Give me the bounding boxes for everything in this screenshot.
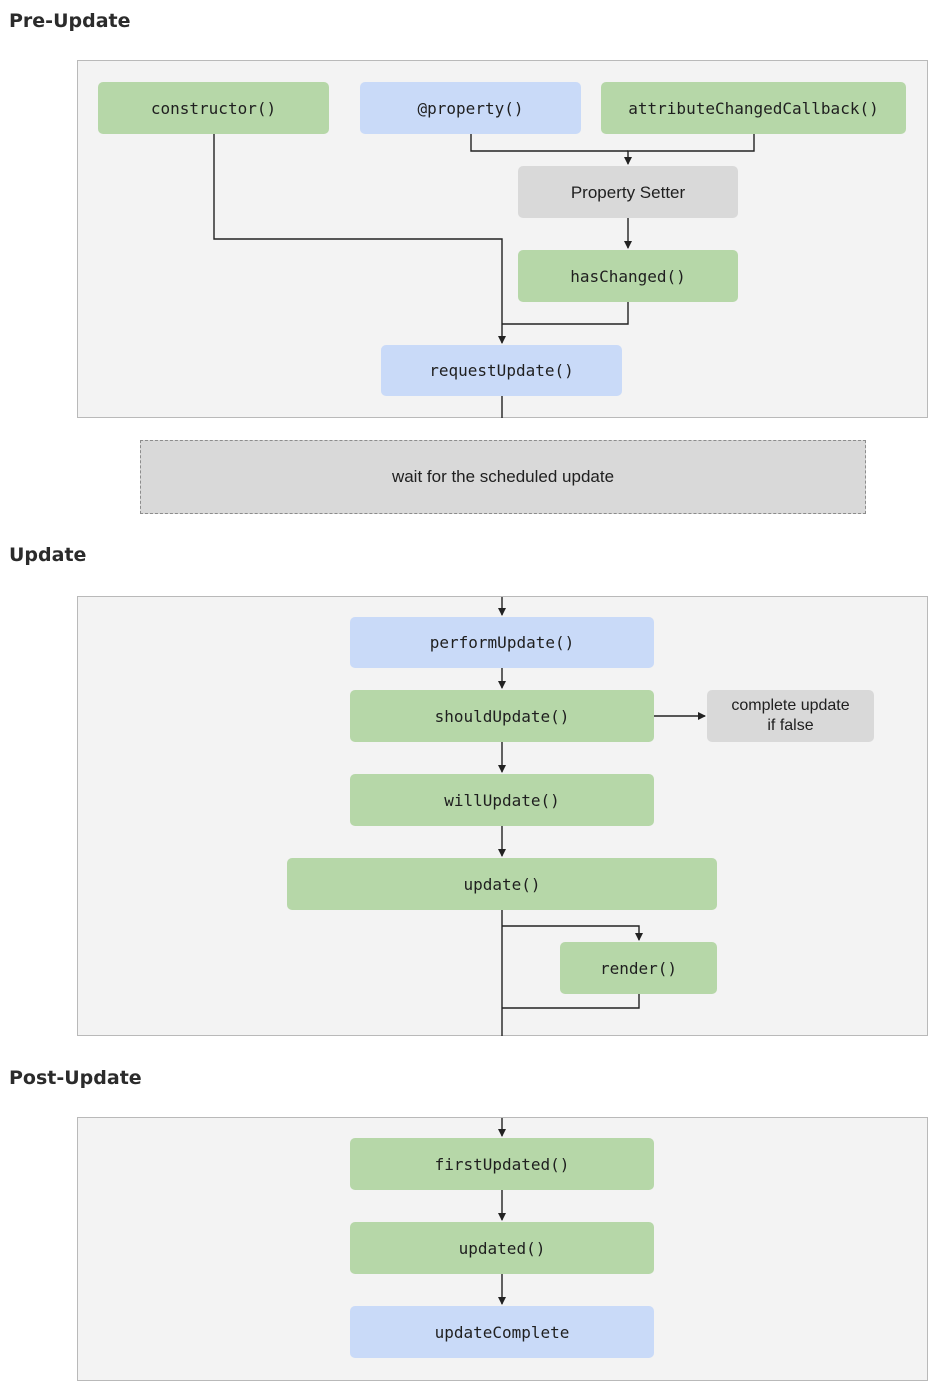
wait-for-update-box: wait for the scheduled update [140,440,866,514]
update-complete-node: updateComplete [350,1306,654,1358]
render-node: render() [560,942,717,994]
section-title-pre-update: Pre-Update [9,10,131,32]
section-title-update: Update [9,544,87,566]
attribute-changed-callback-node: attributeChangedCallback() [601,82,906,134]
should-update-node: shouldUpdate() [350,690,654,742]
complete-update-if-false-node: complete update if false [707,690,874,742]
first-updated-node: firstUpdated() [350,1138,654,1190]
request-update-node: requestUpdate() [381,345,622,396]
has-changed-node: hasChanged() [518,250,738,302]
property-setter-node: Property Setter [518,166,738,218]
perform-update-node: performUpdate() [350,617,654,668]
constructor-node: constructor() [98,82,329,134]
property-decorator-node: @property() [360,82,581,134]
will-update-node: willUpdate() [350,774,654,826]
section-title-post-update: Post-Update [9,1067,142,1089]
updated-node: updated() [350,1222,654,1274]
update-node: update() [287,858,717,910]
